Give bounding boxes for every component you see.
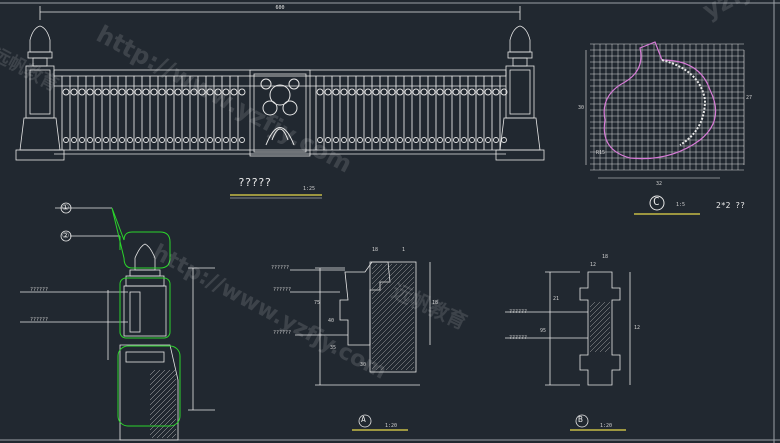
section-a-dim-1: 18 xyxy=(372,247,379,253)
detail-c-dim-left: 30 xyxy=(578,105,585,111)
section-a-note-2: ?????? xyxy=(273,287,292,293)
callout-2: ② xyxy=(62,231,70,240)
section-a-note-3: ?????? xyxy=(273,330,292,336)
section-b-hatch xyxy=(589,301,611,353)
section-a-dim-3: 75 xyxy=(314,300,321,306)
section-a-drawing xyxy=(290,261,431,428)
detail-c-grid xyxy=(590,43,744,171)
section-b-note-2: ?????? xyxy=(509,335,528,341)
section-a-scale: 1:20 xyxy=(385,423,398,429)
section-a-dim-2: 1 xyxy=(402,247,406,253)
section-a-dim-5: 35 xyxy=(330,345,337,351)
detail-c-scale: 1:5 xyxy=(676,202,686,208)
detail-c-grid-note: 2*2 ?? xyxy=(716,201,745,210)
section-a-label: A xyxy=(361,415,366,424)
section-a-dim-4: 40 xyxy=(328,318,335,324)
section-b-note-1: ?????? xyxy=(509,309,528,315)
detail-c-dim-bottom: 32 xyxy=(656,181,663,187)
callout-1: ① xyxy=(62,203,70,212)
detail-c-profile xyxy=(585,41,745,179)
section-a-hatch xyxy=(371,263,415,371)
fence-balusters xyxy=(61,76,508,150)
section-a-dim-6: 30 xyxy=(360,362,367,368)
section-a-dim-7: 18 xyxy=(432,300,439,306)
detail-c-dim-small: R15 xyxy=(596,150,606,156)
section-b-dim-1: 12 xyxy=(590,262,597,268)
section-b-drawing xyxy=(505,271,631,428)
fence-width-dimension: 600 xyxy=(275,5,284,11)
section-b-dim-2: 18 xyxy=(602,254,609,260)
post-note-1: ?????? xyxy=(30,287,49,293)
section-a-note-1: ?????? xyxy=(271,265,290,271)
elevation-title: ????? xyxy=(238,176,272,189)
fence-elevation xyxy=(15,6,545,161)
section-b-dim-3: 21 xyxy=(553,296,560,302)
post-section xyxy=(20,207,215,441)
section-b-dim-4: 95 xyxy=(540,328,547,334)
detail-c-label: C xyxy=(653,195,660,208)
post-hatch xyxy=(149,369,177,439)
callout-bubbles xyxy=(60,202,72,242)
detail-c-marker xyxy=(634,195,700,215)
elevation-scale: 1:25 xyxy=(303,186,316,192)
section-b-label: B xyxy=(578,415,583,424)
section-b-scale: 1:20 xyxy=(600,423,613,429)
detail-c-dim-right: 27 xyxy=(746,95,753,101)
section-b-dim-5: 12 xyxy=(634,325,641,331)
callout-outline xyxy=(111,207,181,427)
post-note-2: ?????? xyxy=(30,317,49,323)
